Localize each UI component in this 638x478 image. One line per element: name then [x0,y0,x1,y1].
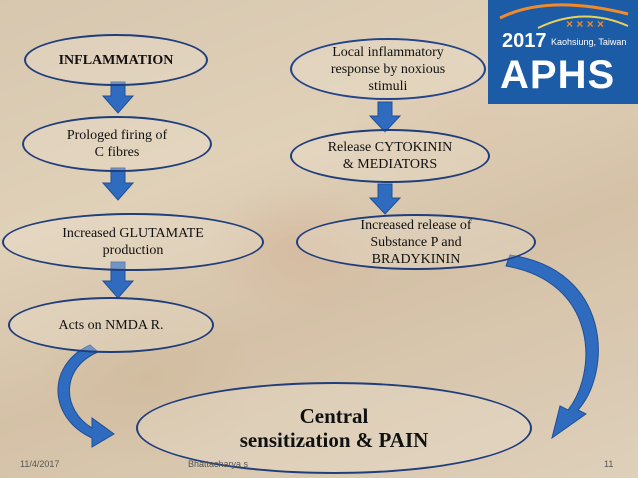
wave-icon: × × × × [499,3,629,31]
down-arrow-5 [368,183,402,215]
substance-p-node: Increased release of Substance P and BRA… [296,214,536,270]
curved-arrow-right [505,254,599,440]
logo-year: 2017 [502,30,547,52]
logo-name: APHS [500,53,616,97]
down-arrow-2 [101,167,135,201]
footer-date: 11/4/2017 [20,459,60,469]
aphs-logo: × × × × 2017 Kaohsiung, Taiwan APHS [488,0,638,104]
glutamate-node: Increased GLUTAMATE production [2,213,264,271]
down-arrow-1 [101,81,135,114]
nmda-node: Acts on NMDA R. [8,297,214,353]
c-fibres-node: Prologed firing of C fibres [22,116,212,172]
footer-page-number: 11 [604,459,614,469]
cytokinin-node: Release CYTOKININ & MEDIATORS [290,129,490,183]
logo-city: Kaohsiung, Taiwan [551,37,627,47]
footer-author: Bhattacharya s [188,459,249,469]
curved-arrow-left [57,344,115,448]
local-response-node: Local inflammatory response by noxious s… [290,38,486,100]
inflammation-node: INFLAMMATION [24,34,208,86]
central-sensitization-node: Central sensitization & PAIN [136,382,532,474]
svg-text:× × × ×: × × × × [566,17,604,31]
down-arrow-4 [368,101,402,133]
